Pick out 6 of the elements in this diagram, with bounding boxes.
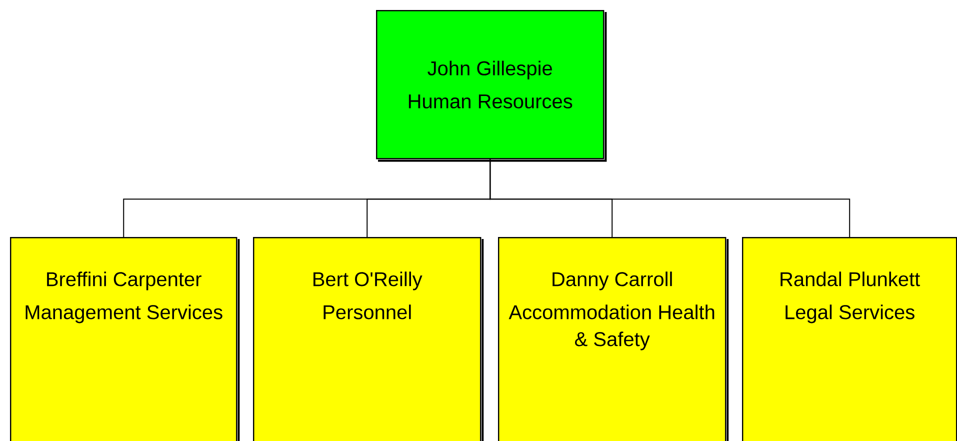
org-box: Danny Carroll Accommodation Health & Safety [498,237,726,441]
connector-line [490,158,850,238]
org-box: Randal Plunkett Legal Services [742,237,957,441]
org-box: Breffini Carpenter Management Services [10,237,238,441]
org-box: Bert O'Reilly Personnel [253,237,482,441]
org-box: John Gillespie Human Resources [376,10,604,160]
